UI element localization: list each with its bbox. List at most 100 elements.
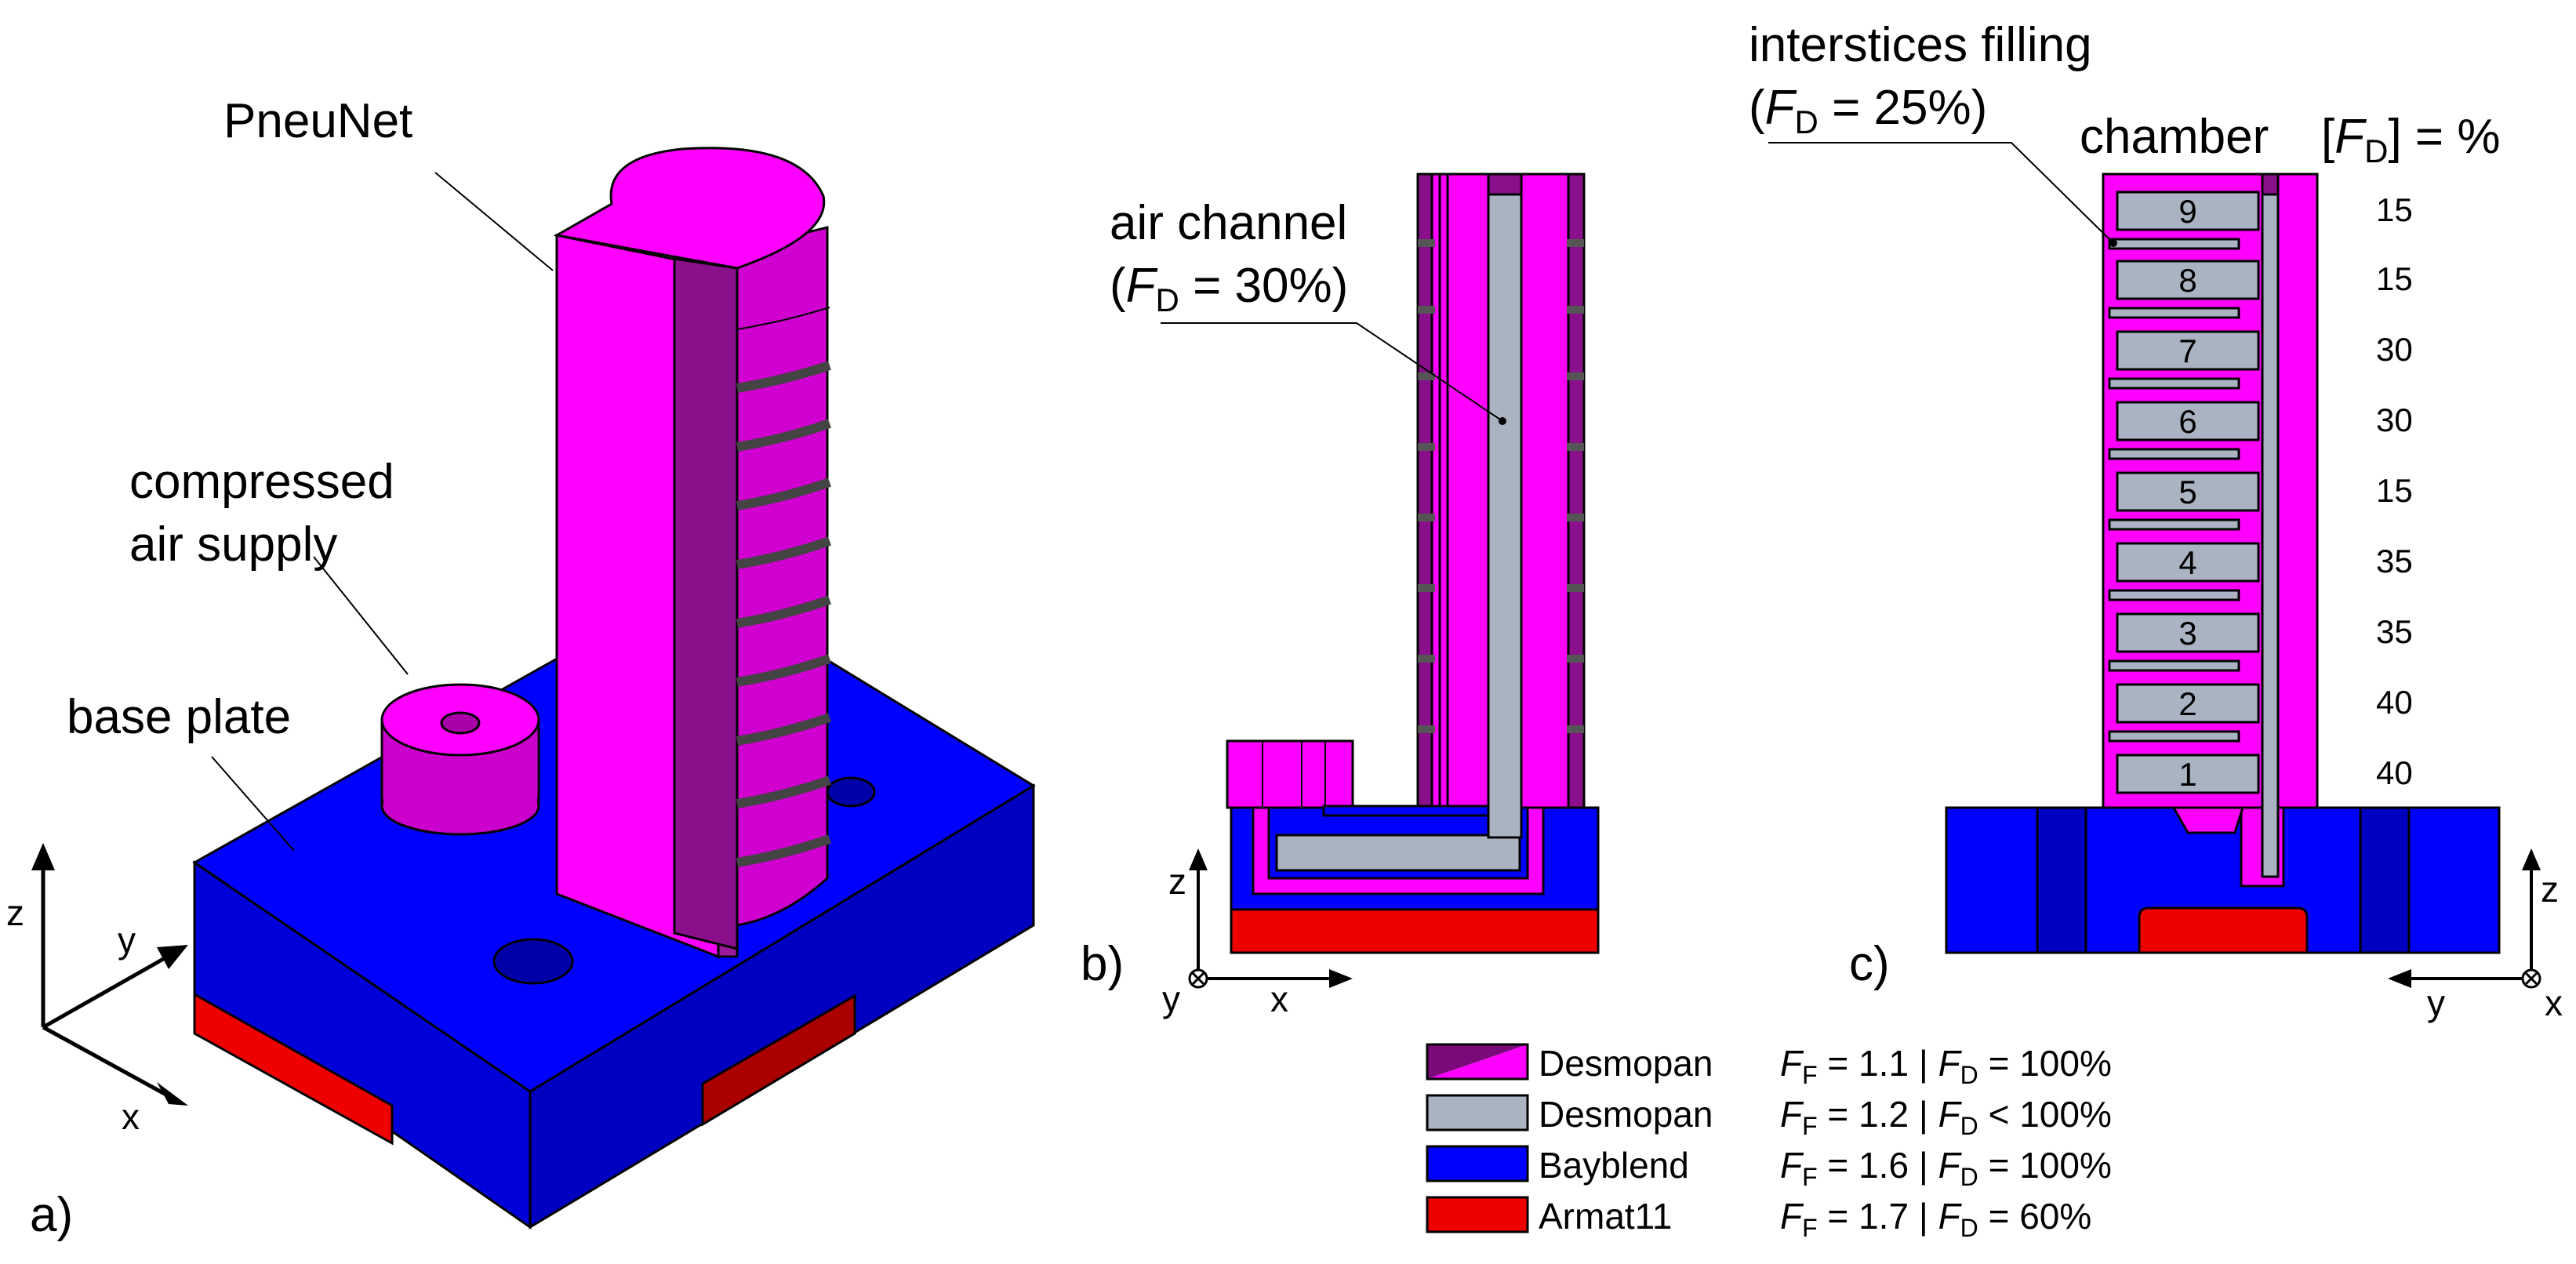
legend-material: Desmopan bbox=[1539, 1094, 1713, 1135]
pneunet-ring bbox=[736, 307, 830, 330]
axis-y-line bbox=[42, 956, 166, 1030]
label-interstices: interstices filling bbox=[1749, 18, 2092, 72]
chamber-fd: 35 bbox=[2376, 613, 2413, 650]
axis-z-arrowhead bbox=[2522, 848, 2541, 870]
pneunet-ring bbox=[736, 536, 831, 569]
chamber-7 bbox=[2116, 330, 2260, 371]
air-channel-vertical-c bbox=[2261, 193, 2280, 878]
axis-z-label: z bbox=[1168, 861, 1186, 902]
chamber-fd: 30 bbox=[2376, 401, 2413, 438]
chamber-fd: 15 bbox=[2376, 472, 2413, 509]
base-bolt-left bbox=[2036, 806, 2087, 954]
chamber-number: 3 bbox=[2178, 615, 2196, 652]
legend-values: FF = 1.1 | FD = 100% bbox=[1780, 1043, 2112, 1089]
interstice bbox=[2108, 238, 2240, 250]
panel-tag-b: b) bbox=[1081, 937, 1124, 991]
legend-material: Armat11 bbox=[1539, 1196, 1672, 1237]
chamber-number: 2 bbox=[2178, 685, 2196, 722]
panel-a: PneuNet compressed air supply base plate… bbox=[6, 94, 1036, 1242]
interstice bbox=[2108, 307, 2240, 319]
leader-line-interstices bbox=[1768, 142, 2114, 244]
pneunet-ring bbox=[736, 775, 831, 808]
chamber-tick bbox=[1567, 725, 1584, 733]
chamber-tick bbox=[1418, 655, 1435, 663]
axis-z-arrowhead bbox=[31, 843, 55, 870]
air-supply-section bbox=[1226, 739, 1354, 809]
chamber-4 bbox=[2116, 542, 2260, 583]
pneunet-ring bbox=[736, 834, 831, 867]
chamber-8 bbox=[2116, 260, 2260, 300]
chamber-tick bbox=[1567, 584, 1584, 592]
legend-values: FF = 1.7 | FD = 60% bbox=[1780, 1196, 2091, 1242]
interstice bbox=[2108, 589, 2240, 601]
leader-line-air-supply bbox=[313, 556, 409, 675]
chamber-tick bbox=[1567, 655, 1584, 663]
legend-values: FF = 1.2 | FD < 100% bbox=[1780, 1094, 2112, 1140]
axis-x-line bbox=[42, 1025, 166, 1096]
label-base-plate: base plate bbox=[67, 690, 291, 744]
chamber-9 bbox=[2116, 191, 2260, 231]
pneunet-ring bbox=[736, 595, 831, 628]
axis-z-label: z bbox=[6, 892, 24, 933]
chamber-tick bbox=[1418, 584, 1435, 592]
chamber-3 bbox=[2116, 612, 2260, 653]
chamber-tick bbox=[1418, 443, 1435, 451]
interstice bbox=[2108, 659, 2240, 672]
axis-y-label: y bbox=[2427, 983, 2445, 1023]
legend-row-desmopan-2: Desmopan FF = 1.2 | FD < 100% bbox=[1426, 1094, 2112, 1140]
legend-row-desmopan-1: Desmopan FF = 1.1 | FD = 100% bbox=[1426, 1043, 2112, 1089]
chamber-number: 9 bbox=[2178, 193, 2196, 230]
pneunet-top-face bbox=[553, 147, 826, 270]
chamber-number: 6 bbox=[2178, 403, 2196, 440]
panel-tag-c: c) bbox=[1849, 937, 1890, 991]
legend-row-bayblend: Bayblend FF = 1.6 | FD = 100% bbox=[1426, 1145, 2112, 1191]
chamber-tick bbox=[1418, 239, 1435, 247]
axis-y-label: y bbox=[118, 920, 136, 961]
axis-x-label: x bbox=[1270, 979, 1288, 1019]
base-hole-front bbox=[492, 938, 574, 985]
base-bolt-right bbox=[2359, 806, 2411, 954]
axis-y-label: y bbox=[1162, 979, 1180, 1019]
axes-b: z x y bbox=[1162, 848, 1353, 1019]
axes-c: z y x bbox=[2388, 848, 2563, 1023]
label-interstices-fd: (FD = 25%) bbox=[1749, 81, 1987, 140]
chamber-tick bbox=[1567, 443, 1584, 451]
leader-line-air-channel bbox=[1161, 322, 1503, 422]
header-chamber: chamber bbox=[2080, 110, 2269, 164]
legend-swatch bbox=[1426, 1094, 1529, 1131]
pneunet-rings bbox=[736, 307, 831, 867]
chamber-5 bbox=[2116, 471, 2260, 512]
air-channel-top-cap bbox=[1487, 173, 1523, 196]
leader-line-pneunet bbox=[434, 172, 554, 271]
chamber-tick bbox=[1567, 372, 1584, 380]
air-channel-vertical bbox=[1487, 193, 1523, 839]
chamber-tick bbox=[1567, 514, 1584, 521]
panel-tag-a: a) bbox=[30, 1188, 73, 1242]
chamber-fd: 30 bbox=[2376, 331, 2413, 368]
air-channel-horizontal bbox=[1275, 834, 1521, 872]
pneunet-ring bbox=[736, 419, 831, 452]
panel-c: 9 8 7 6 5 4 3 2 1 15 15 30 30 15 35 35 4… bbox=[1749, 18, 2563, 1023]
chamber-numbers: 9 8 7 6 5 4 3 2 1 bbox=[2178, 193, 2196, 793]
interstice bbox=[2108, 448, 2240, 460]
pneunet-ring bbox=[736, 361, 831, 393]
label-air-channel-fd: (FD = 30%) bbox=[1110, 259, 1348, 318]
inner-wall-left bbox=[1438, 173, 1449, 809]
chamber-tick bbox=[1418, 372, 1435, 380]
chamber-number: 4 bbox=[2178, 544, 2196, 581]
pneunet-ring bbox=[736, 713, 831, 746]
interstice bbox=[2108, 377, 2240, 390]
base-hole-back bbox=[826, 776, 876, 808]
chamber-tick bbox=[1567, 306, 1584, 314]
legend-swatch bbox=[1426, 1145, 1529, 1182]
panel-b: air channel (FD = 30%) b) z x y bbox=[1081, 173, 1600, 1019]
chamber-tick bbox=[1418, 725, 1435, 733]
interstice bbox=[2108, 518, 2240, 531]
label-pneunet: PneuNet bbox=[223, 94, 412, 148]
armat-pad-left bbox=[193, 992, 394, 1146]
legend: Desmopan FF = 1.1 | FD = 100% Desmopan F… bbox=[1426, 1043, 2112, 1242]
armat-pad-right bbox=[701, 993, 856, 1127]
pneunet-column-dark-right bbox=[1567, 173, 1586, 809]
interstice bbox=[2108, 730, 2240, 743]
